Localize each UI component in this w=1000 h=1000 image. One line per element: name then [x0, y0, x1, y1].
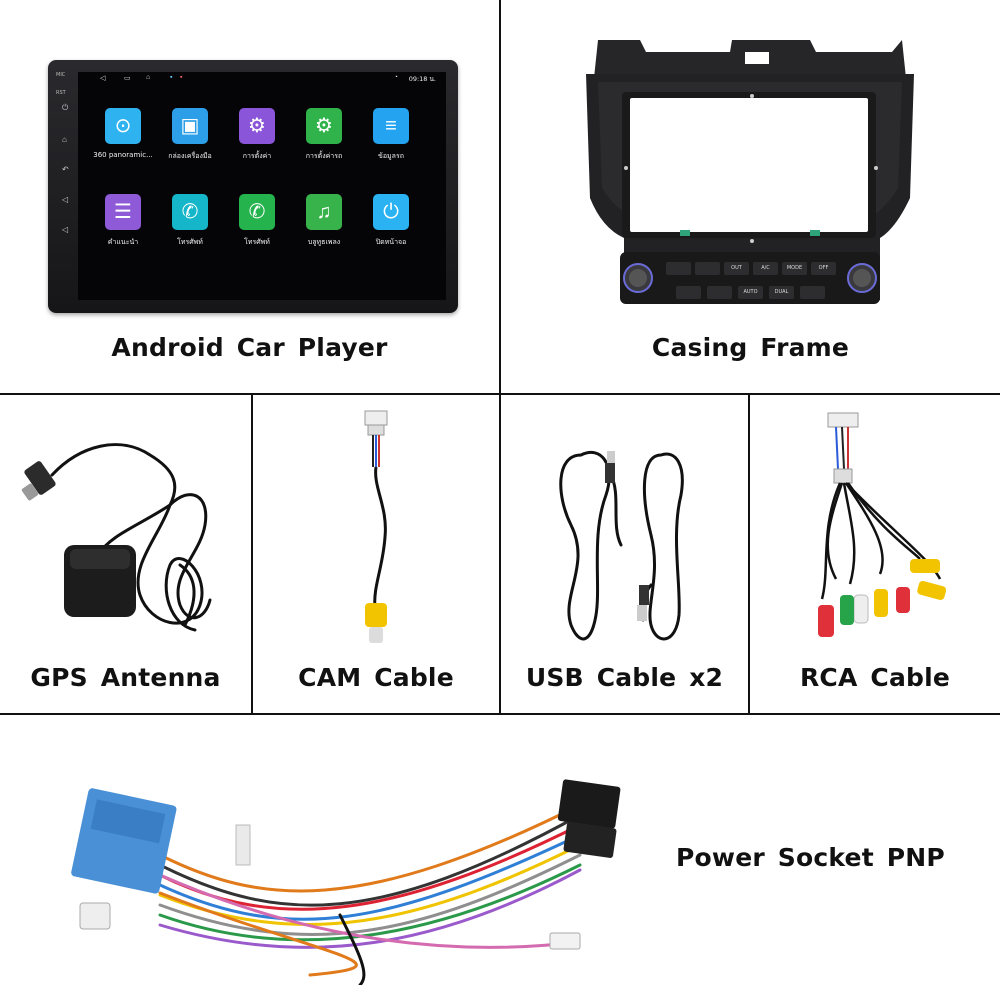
climate-button — [707, 286, 732, 299]
car-player-unit: MIC RST ⏻ ⌂ ↶ ◁ ◁ ◁ ▭ ⌂ ▪ ▪ ◔ 09:18 น. ⊙… — [48, 60, 458, 313]
back-icon: ↶ — [62, 165, 69, 174]
app-tile[interactable]: ♫ บลูทูธเพลง — [291, 194, 357, 264]
app-label: การตั้งค่า — [242, 152, 272, 160]
app-tile[interactable]: ⏻ ปิดหน้าจอ — [358, 194, 424, 264]
cell-usb-cable: USB Cable x2 — [501, 395, 748, 713]
rca-cable-image — [818, 412, 947, 637]
volume-up-icon: ◁ — [62, 195, 69, 204]
cell-cam-cable: CAM Cable — [253, 395, 499, 713]
climate-button: DUAL — [769, 286, 794, 299]
climate-button: A/C — [753, 262, 778, 275]
phone-icon: ✆ — [172, 194, 208, 230]
climate-button — [666, 262, 691, 275]
app-label: คำแนะนำ — [107, 238, 139, 246]
caption: Power Socket PNP — [676, 843, 945, 872]
cell-car-player: MIC RST ⏻ ⌂ ↶ ◁ ◁ ◁ ▭ ⌂ ▪ ▪ ◔ 09:18 น. ⊙… — [0, 0, 499, 393]
app-tile[interactable]: ✆ โทรศัพท์ — [157, 194, 223, 264]
mic-label: MIC — [56, 72, 66, 78]
caption: USB Cable x2 — [525, 663, 724, 692]
app-tile[interactable]: ✆ โทรศัพท์ — [224, 194, 290, 264]
caption: Casing Frame — [651, 333, 850, 362]
usb-cable-image — [559, 451, 684, 641]
music-icon: ♫ — [306, 194, 342, 230]
volume-down-icon: ◁ — [62, 225, 69, 234]
player-screen: ◁ ▭ ⌂ ▪ ▪ ◔ 09:18 น. ⊙ 360 panoramic... ▣ ก… — [78, 72, 446, 300]
wifi-icon: ◔ — [393, 74, 398, 81]
nav-home-icon: ⌂ — [146, 74, 151, 81]
cam-cable-image — [364, 410, 388, 643]
climate-button — [695, 262, 720, 275]
app-label: 360 panoramic... — [93, 151, 153, 159]
app-label: กล่องเครื่องมือ — [168, 152, 212, 160]
app-tile[interactable]: ⚙ การตั้งค่ารถ — [291, 108, 357, 178]
climate-button: AUTO — [738, 286, 763, 299]
cell-gps-antenna: GPS Antenna — [0, 395, 251, 713]
cell-casing-frame: Casing Frame — [501, 0, 1000, 393]
climate-button: OUT — [724, 262, 749, 275]
power-icon: ⏻ — [62, 103, 69, 112]
divider — [0, 713, 1000, 715]
cell-rca-cable: RCA Cable — [750, 395, 1000, 713]
app-label: การตั้งค่ารถ — [305, 152, 343, 160]
app-label: โทรศัพท์ — [244, 238, 270, 246]
app-tile[interactable]: ☰ คำแนะนำ — [90, 194, 156, 264]
caption: CAM Cable — [298, 663, 454, 692]
home-icon: ⌂ — [62, 135, 67, 144]
gps-antenna-image — [21, 443, 212, 632]
app-tile[interactable]: ⚙ การตั้งค่า — [224, 108, 290, 178]
status-bar: ◁ ▭ ⌂ ▪ ▪ ◔ 09:18 น. — [78, 72, 446, 86]
nav-back-icon: ◁ — [100, 75, 106, 82]
divider — [251, 394, 253, 714]
clock: 09:18 น. — [408, 75, 436, 83]
list-icon: ☰ — [105, 194, 141, 230]
notification-icon: ▪ — [180, 74, 183, 81]
caption: Android Car Player — [111, 333, 388, 362]
notification-icon: ▪ — [170, 74, 173, 81]
divider — [499, 0, 501, 394]
climate-button — [676, 286, 701, 299]
app-label: ปิดหน้าจอ — [375, 238, 407, 246]
app-tile[interactable]: ≡ ข้อมูลรถ — [358, 108, 424, 178]
caption: GPS Antenna — [30, 663, 221, 692]
casing-frame-image: OUT A/C MODE OFF AUTO DUAL — [580, 38, 920, 308]
app-tile[interactable]: ▣ กล่องเครื่องมือ — [157, 108, 223, 178]
car-settings-icon: ⚙ — [306, 108, 342, 144]
toolbox-icon: ▣ — [172, 108, 208, 144]
caption: RCA Cable — [799, 663, 951, 692]
nav-recent-icon: ▭ — [124, 75, 131, 82]
power-icon: ⏻ — [373, 194, 409, 230]
car-360-icon: ⊙ — [105, 108, 141, 144]
divider — [748, 394, 750, 714]
divider — [499, 394, 501, 714]
phone-icon: ✆ — [239, 194, 275, 230]
climate-button: OFF — [811, 262, 836, 275]
car-info-icon: ≡ — [373, 108, 409, 144]
app-label: บลูทูธเพลง — [307, 238, 341, 246]
climate-button — [800, 286, 825, 299]
cell-power-socket: Power Socket PNP — [0, 715, 1000, 1000]
power-socket-image — [71, 779, 621, 985]
rst-label: RST — [56, 90, 66, 96]
app-tile[interactable]: ⊙ 360 panoramic... — [90, 108, 156, 178]
app-label: โทรศัพท์ — [177, 238, 203, 246]
app-label: ข้อมูลรถ — [378, 152, 404, 160]
side-buttons: MIC RST ⏻ ⌂ ↶ ◁ ◁ — [54, 70, 76, 300]
gear-icon: ⚙ — [239, 108, 275, 144]
climate-button: MODE — [782, 262, 807, 275]
